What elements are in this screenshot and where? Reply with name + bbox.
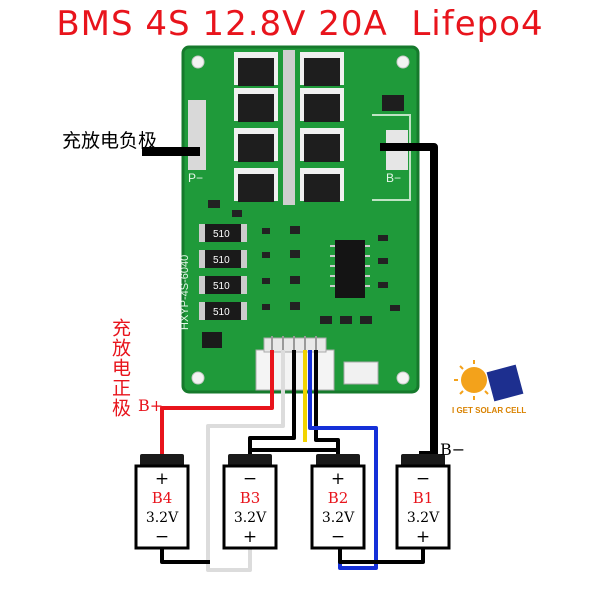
wire-link-b4-b3	[160, 546, 210, 564]
resistor-label: 510	[213, 229, 230, 240]
cell-b3-name: B3	[239, 489, 261, 507]
b-minus-label: B−	[440, 440, 466, 459]
p-minus-label: 充放电负极	[62, 130, 158, 152]
wire-link-b2-b1	[338, 546, 425, 564]
board-model-text: HXYP-4S-6040	[179, 255, 191, 330]
cell-b4-top-terminal: +	[154, 469, 170, 489]
cell-b1-top-terminal: −	[415, 469, 431, 489]
cell-b3-voltage: 3.2V	[233, 510, 267, 526]
mosfet-group-left	[234, 52, 278, 202]
b-plus-label: B+	[138, 396, 164, 415]
cell-b2-bottom-terminal: −	[330, 527, 346, 547]
cell-b4	[134, 454, 190, 550]
cell-b1-name: B1	[412, 489, 434, 507]
cell-b3-top-terminal: −	[242, 469, 258, 489]
cell-b4-bottom-terminal: −	[154, 527, 170, 547]
resistor-label: 510	[213, 307, 230, 318]
cell-b1	[395, 454, 451, 550]
resistor-label: 510	[213, 255, 230, 266]
cell-b2	[310, 454, 366, 550]
p-plus-label: 充放电正极	[109, 318, 131, 418]
cell-b3	[222, 454, 278, 550]
wires	[160, 143, 438, 572]
bms-ic-chip	[330, 240, 370, 298]
bms-board: 510 510 510 510	[179, 45, 420, 394]
diagram-title: BMS 4S 12.8V 20A Lifepo4	[56, 4, 544, 44]
cell-b1-bottom-terminal: +	[415, 527, 431, 547]
mosfet-group-right	[300, 52, 344, 202]
logo-text: I GET SOLAR CELL	[452, 406, 527, 415]
cell-b1-voltage: 3.2V	[406, 510, 440, 526]
wire-red	[160, 350, 274, 462]
resistor-label: 510	[213, 281, 230, 292]
balance-resistors: 510 510 510 510	[199, 224, 247, 320]
cell-b4-voltage: 3.2V	[145, 510, 179, 526]
silk-p-minus: P−	[188, 171, 203, 185]
wire-blue	[308, 350, 378, 570]
silk-b-minus: B−	[386, 171, 401, 185]
solar-logo	[454, 360, 525, 403]
cell-b2-name: B2	[327, 489, 349, 507]
p-minus-lead	[142, 147, 200, 156]
cell-b2-top-terminal: +	[330, 469, 346, 489]
cell-b4-name: B4	[151, 489, 173, 507]
cell-b3-bottom-terminal: +	[242, 527, 258, 547]
wire-white	[206, 350, 285, 572]
cell-b2-voltage: 3.2V	[321, 510, 355, 526]
